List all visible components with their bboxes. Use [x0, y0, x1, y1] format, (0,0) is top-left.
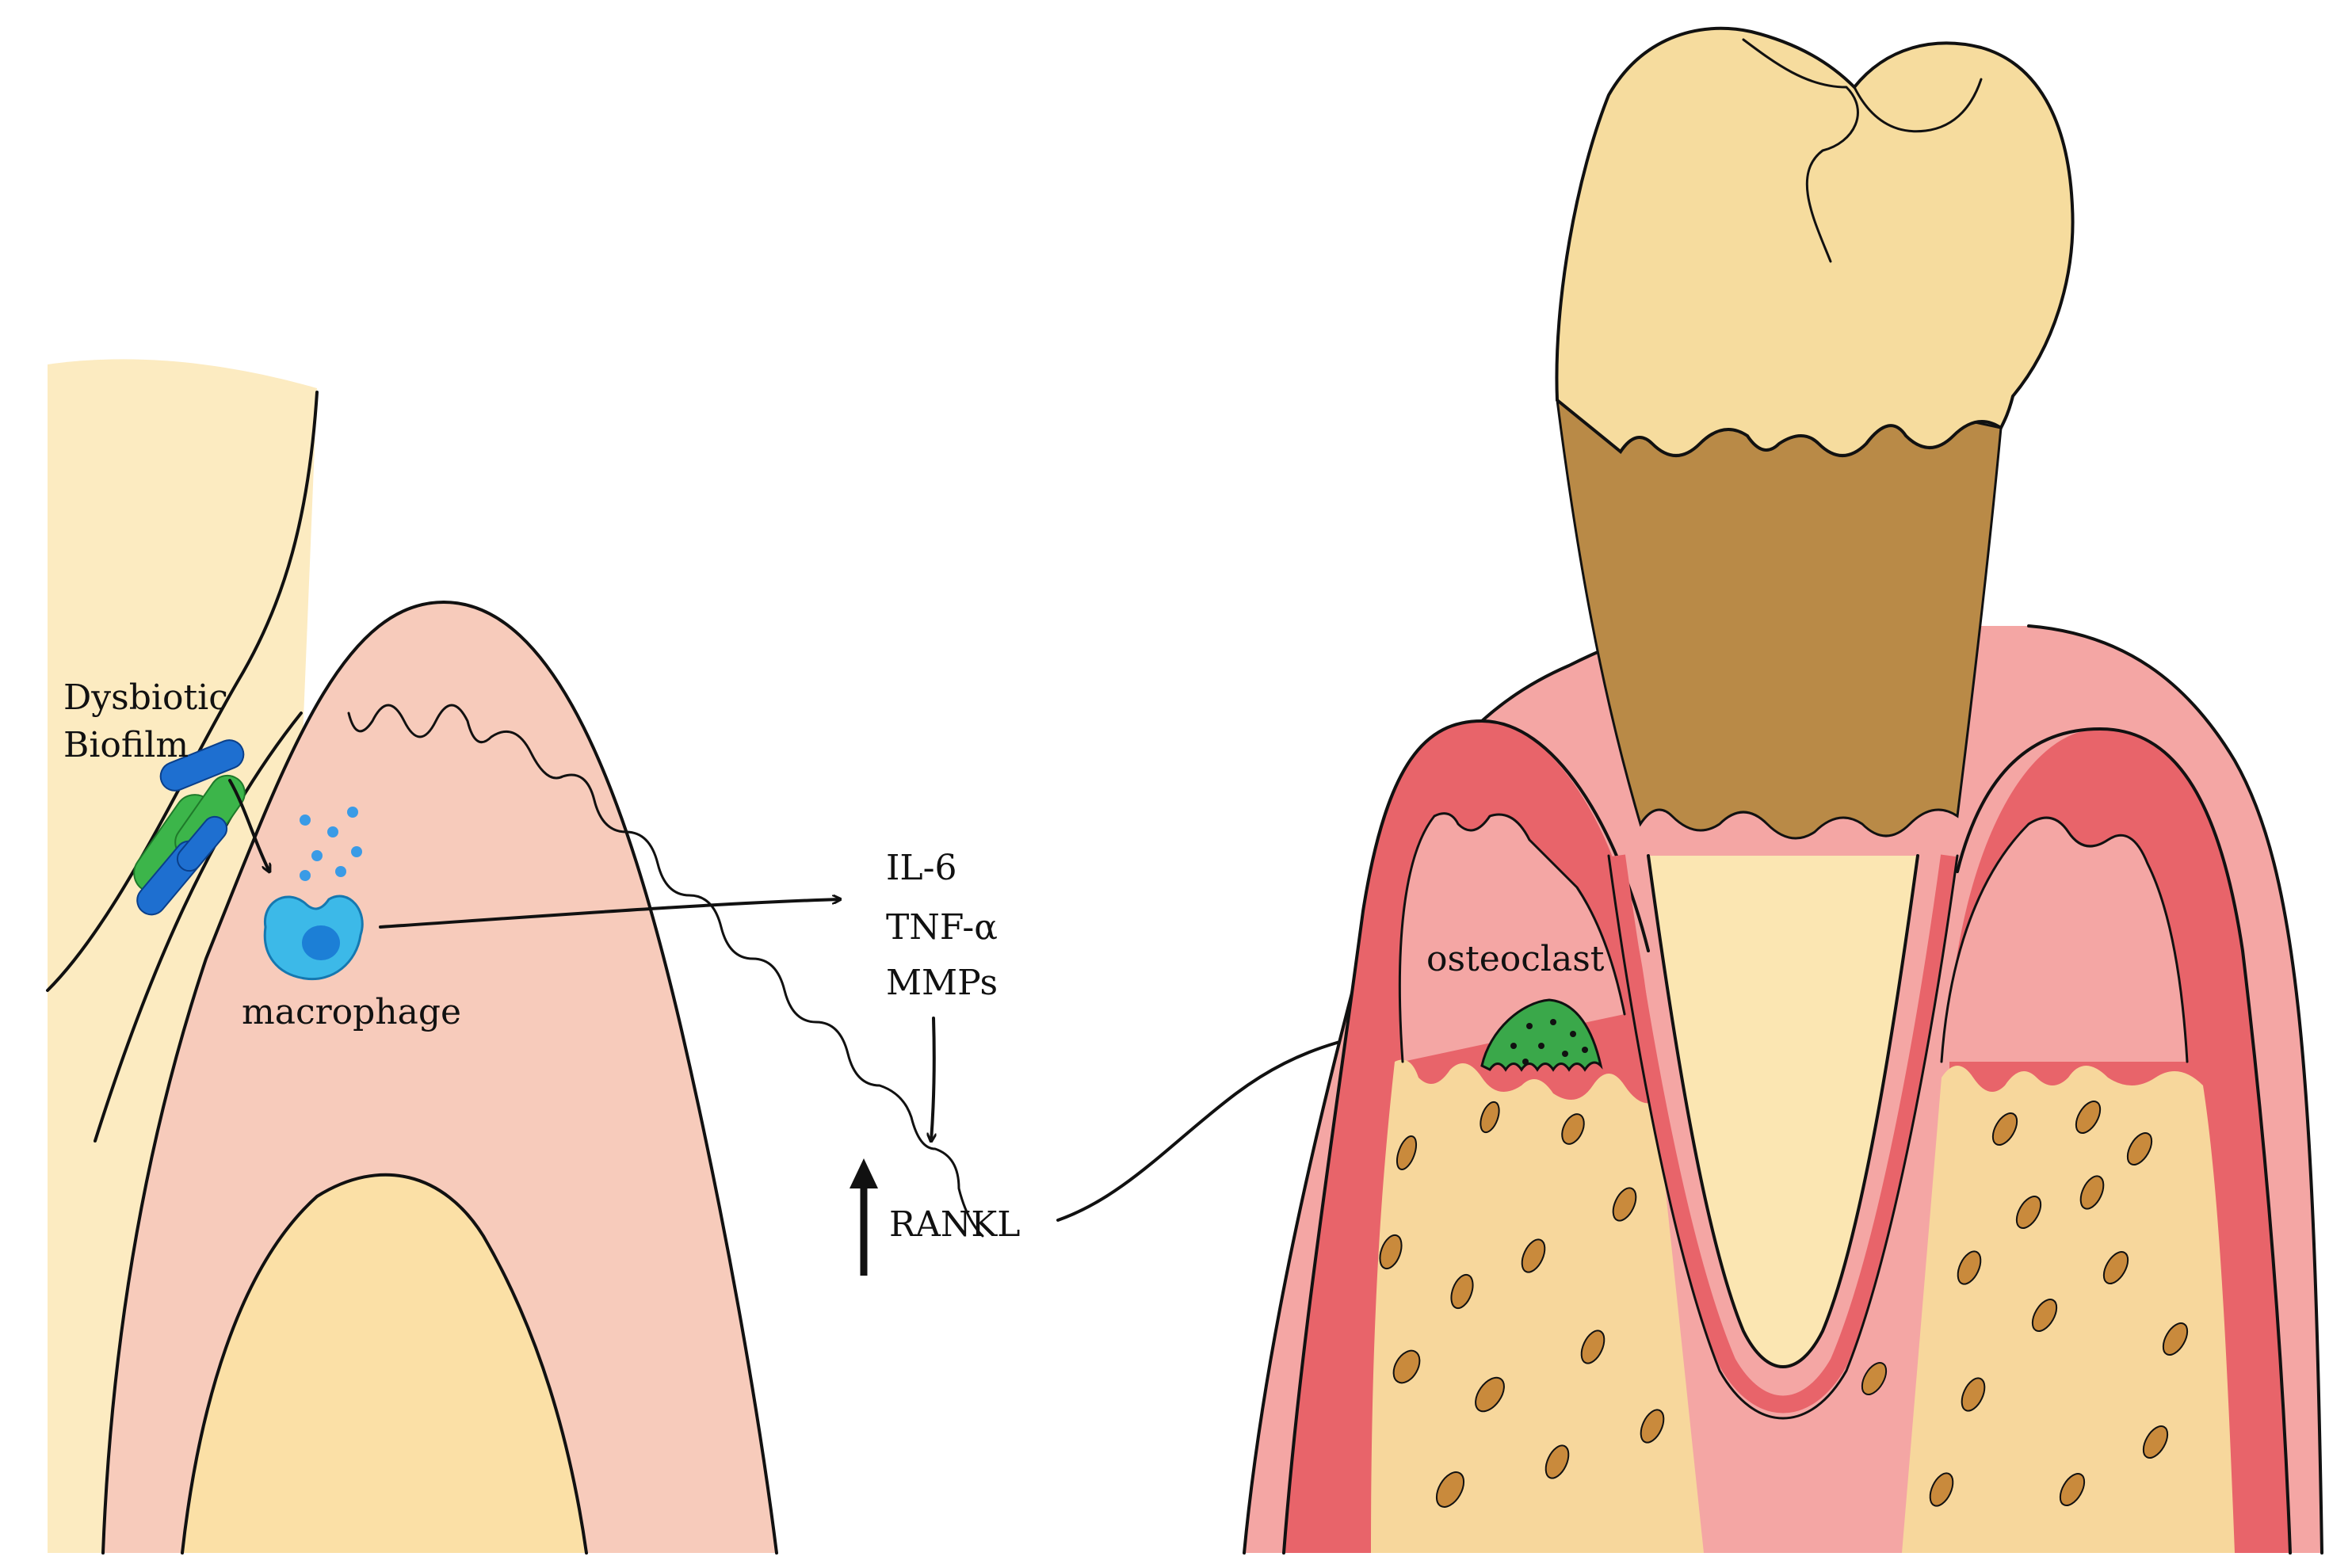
macrophage-cell	[263, 895, 364, 981]
biofilm-label-line1: Dysbiotic	[63, 677, 228, 718]
tooth-surface-edge	[46, 391, 319, 992]
rankl-increase-arrow	[850, 1158, 878, 1276]
biofilm-to-macrophage-arrow	[228, 779, 269, 872]
cytokine-il6-label: IL-6	[886, 848, 956, 888]
bacterium-blue	[159, 739, 245, 792]
macrophage-label: macrophage	[242, 992, 461, 1032]
right-panel-periodontitis-tooth: osteoclast	[1243, 26, 2323, 1555]
cytokines-to-rankl-arrow	[931, 1017, 934, 1141]
macrophage-to-cytokines-arrow	[379, 899, 840, 929]
osteoclast-cell	[1480, 998, 1603, 1072]
bone-marrow-spaces	[1379, 1101, 2189, 1508]
tooth-crown	[1555, 26, 2075, 457]
biofilm-label-line2: Biofilm	[63, 725, 189, 765]
rankl-label: RANKL	[889, 1204, 1021, 1245]
crown-cusp-line	[1853, 78, 1983, 133]
crown-fissure	[1742, 38, 1859, 263]
alveolar-bone-closeup	[182, 1174, 586, 1553]
bacterium-blue	[176, 815, 228, 872]
cytokine-tnf-label: TNF-α	[886, 907, 998, 948]
root-lining-outline	[1607, 854, 1959, 1420]
rete-ridges	[347, 704, 984, 1238]
osteoclast-label: osteoclast	[1426, 939, 1605, 979]
tooth-root-outline	[1647, 854, 1919, 1368]
alveolar-bone-outline	[181, 1173, 588, 1555]
gingiva-outline	[101, 601, 778, 1555]
dysbiotic-biofilm	[133, 739, 246, 916]
left-panel-gingiva-closeup: Dysbiotic Biofilm macrophage	[46, 359, 984, 1555]
inflamed-gingiva-outline-left	[1282, 719, 1650, 1555]
inflamed-gingiva-outline-right	[1956, 727, 2292, 1555]
gingiva-inner-line	[94, 712, 303, 1143]
root-gingiva-lining	[1608, 854, 1958, 1413]
connective-tissue-right	[1942, 818, 2187, 1062]
alveolar-bone	[1371, 1059, 1704, 1553]
connective-tissue-outline-right	[1940, 816, 2189, 1063]
connective-tissue-left	[1399, 813, 1625, 1062]
cytokine-dots	[300, 807, 362, 881]
gingiva-outer-outline-right	[2027, 624, 2323, 1555]
cytokine-mmps-label: MMPs	[886, 963, 998, 1003]
connective-tissue-outline-left	[1398, 812, 1626, 1063]
macrophage-nucleus	[302, 925, 340, 960]
